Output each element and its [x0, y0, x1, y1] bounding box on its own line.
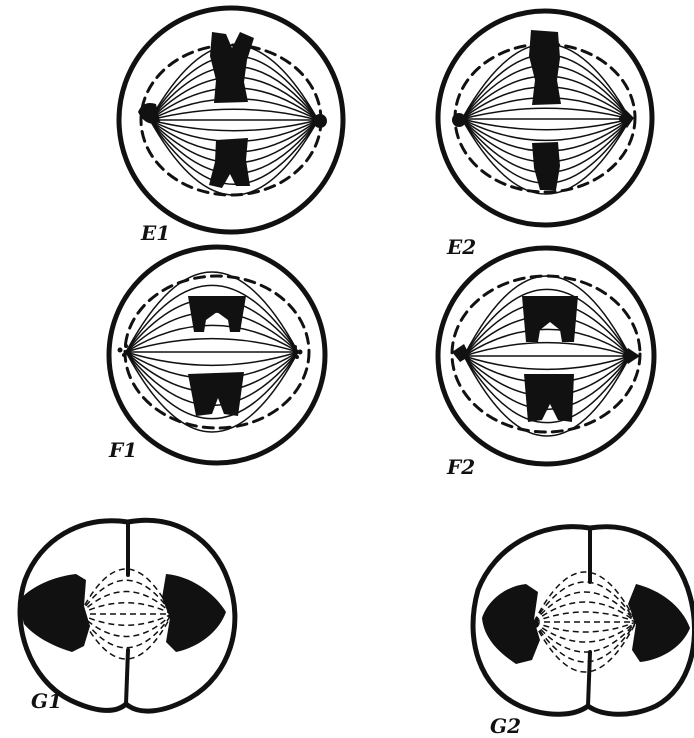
- panel-label: F1: [108, 438, 137, 462]
- spindle-fiber: [80, 614, 172, 637]
- panel-f1: F1: [108, 247, 325, 463]
- spindle-fibers: [80, 569, 172, 659]
- panel-label: G1: [31, 689, 62, 713]
- panel-label: E2: [446, 235, 476, 259]
- panel-e2: E2: [438, 11, 652, 259]
- chromosome-group-lower: [524, 374, 574, 422]
- spindle-fiber: [464, 356, 630, 369]
- chromosome-mass-right: [628, 584, 690, 662]
- spindle-fiber: [534, 572, 636, 622]
- spindle-fiber: [80, 614, 172, 625]
- chromosome-mass-left: [482, 584, 540, 664]
- chromosome-group-upper: [522, 296, 578, 342]
- panel-e1: E1: [119, 8, 343, 245]
- spindle-fiber: [464, 343, 630, 356]
- chromosome-group-upper: [188, 296, 246, 332]
- spindle-fiber: [150, 120, 318, 131]
- panel-label: G2: [490, 714, 521, 738]
- spindle-fiber: [534, 612, 636, 622]
- spindle-fiber: [126, 285, 298, 352]
- chromosome-mass-right: [162, 574, 226, 652]
- chromosome-group-lower: [188, 372, 244, 416]
- panel-label: E1: [140, 221, 170, 245]
- panel-f2: F2: [438, 248, 654, 479]
- spindle-fiber: [126, 339, 298, 352]
- spindle-pole-left: [452, 113, 466, 127]
- spindle-fiber: [534, 622, 636, 632]
- panel-g1: G1: [18, 520, 235, 713]
- spindle-fiber: [80, 603, 172, 614]
- cleavage-furrow: [588, 528, 590, 706]
- chromosome-mass-left: [18, 574, 90, 652]
- panel-g2: G2: [473, 527, 694, 738]
- spindle-fiber: [150, 109, 318, 120]
- spindle-fiber: [126, 352, 298, 365]
- chromosome-group-lower: [209, 138, 250, 188]
- spindle-fiber: [534, 622, 636, 672]
- chromosome-group-upper: [529, 30, 561, 105]
- spindle-fiber: [462, 108, 630, 119]
- spindle-fiber: [462, 119, 630, 130]
- spindle-fibers: [534, 572, 636, 672]
- panel-label: F2: [446, 455, 475, 479]
- spindle-pole-right: [313, 114, 327, 128]
- spindle-fiber: [80, 592, 172, 615]
- cleavage-furrow: [126, 522, 128, 704]
